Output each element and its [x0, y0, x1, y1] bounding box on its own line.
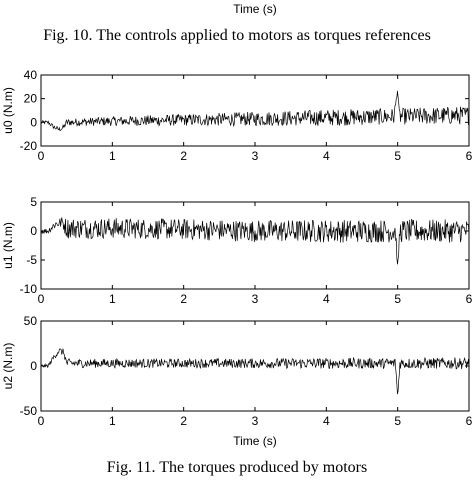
y-tick-label: -50 — [20, 404, 38, 418]
subplot-1: 0 1 2 3 4 5 6 -10 -5 0 5 u1 (N.m) — [1, 195, 473, 306]
x-tick-label: 0 — [38, 292, 45, 306]
y-tick-label: 5 — [30, 195, 37, 209]
y-tick-label: 0 — [30, 115, 37, 129]
x-tick-label: 1 — [109, 292, 116, 306]
x-tick-label: 1 — [109, 414, 116, 428]
x-tick-label: 0 — [38, 414, 45, 428]
x-axis-label: Time (s) — [233, 434, 277, 448]
top-x-axis-label: Time (s) — [233, 2, 277, 16]
series-line-0 — [40, 348, 470, 395]
x-tick-label: 5 — [394, 292, 401, 306]
series-line-0 — [40, 217, 470, 265]
y-axis-label: u2 (N.m) — [1, 343, 15, 390]
y-tick-label: -20 — [20, 139, 38, 153]
y-axis-label: u0 (N.m) — [1, 87, 15, 134]
x-tick-label: 5 — [394, 414, 401, 428]
caption-fig-10: Fig. 10. The controls applied to motors … — [43, 27, 431, 44]
y-tick-label: 0 — [30, 224, 37, 238]
y-tick-label: 40 — [24, 68, 38, 82]
plot-frame — [40, 74, 470, 147]
y-axis-label: u1 (N.m) — [1, 222, 15, 269]
x-tick-label: 2 — [180, 414, 187, 428]
series-line-0 — [40, 90, 470, 132]
x-tick-label: 6 — [466, 414, 473, 428]
y-tick-label: 20 — [24, 92, 38, 106]
x-tick-label: 6 — [466, 149, 473, 163]
x-tick-label: 0 — [38, 149, 45, 163]
x-tick-label: 4 — [323, 292, 330, 306]
x-tick-label: 6 — [466, 292, 473, 306]
x-tick-label: 1 — [109, 149, 116, 163]
y-tick-label: -10 — [20, 282, 38, 296]
x-tick-label: 5 — [394, 149, 401, 163]
y-tick-label: 50 — [24, 314, 38, 328]
y-tick-label: 0 — [30, 359, 37, 373]
x-tick-label: 3 — [252, 292, 259, 306]
y-tick-label: -5 — [26, 253, 37, 267]
x-tick-label: 3 — [252, 414, 259, 428]
x-tick-label: 3 — [252, 149, 259, 163]
x-tick-label: 4 — [323, 414, 330, 428]
x-tick-label: 2 — [180, 292, 187, 306]
plot-frame — [40, 201, 470, 290]
x-tick-label: 4 — [323, 149, 330, 163]
caption-fig-11: Fig. 11. The torques produced by motors — [107, 459, 367, 476]
x-tick-label: 2 — [180, 149, 187, 163]
